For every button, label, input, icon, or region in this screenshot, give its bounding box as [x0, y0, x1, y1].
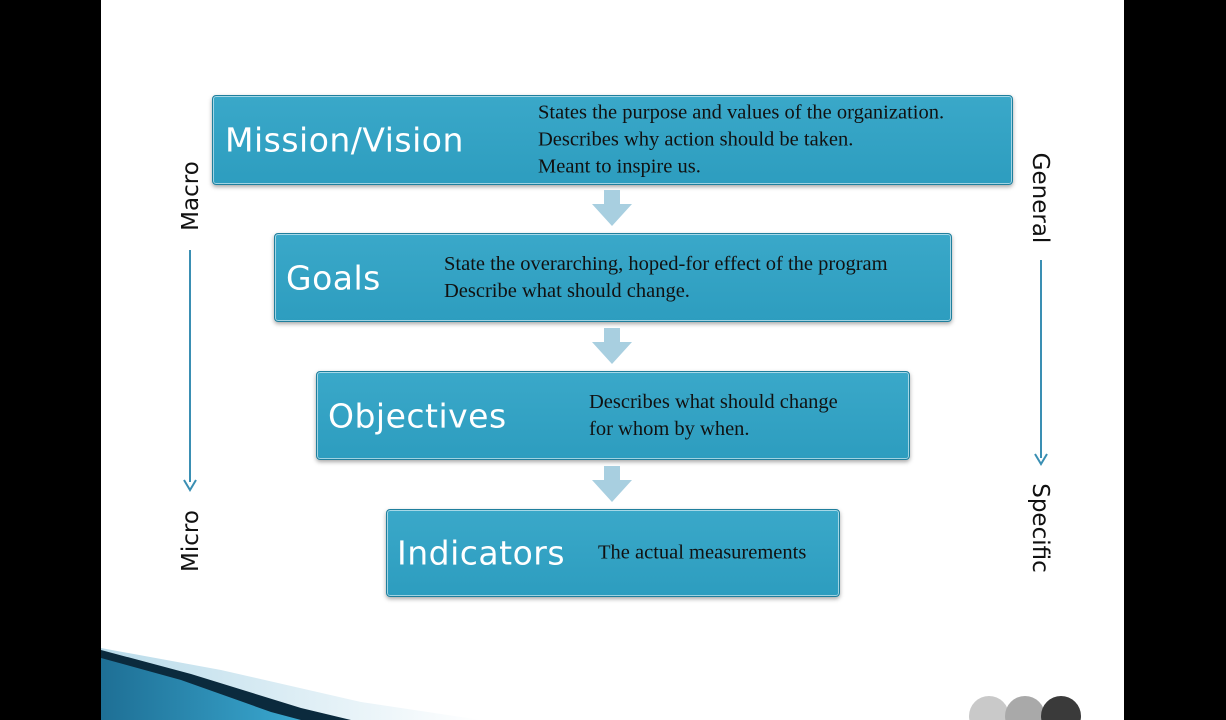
description-line: States the purpose and values of the org…: [538, 101, 945, 124]
decorative-swoosh: [101, 648, 481, 720]
goals-box: Goals State the overarching, hoped-for e…: [274, 233, 952, 322]
level-title: Mission/Vision: [225, 120, 464, 160]
scale-arrow-icon: [1034, 453, 1048, 466]
down-arrow-icon: [592, 190, 632, 226]
description-line: Meant to inspire us.: [538, 155, 701, 178]
level-title: Indicators: [397, 533, 566, 573]
description-line: Describe what should change.: [444, 279, 690, 302]
level-title: Goals: [286, 258, 381, 297]
level-description: States the purpose and values of the org…: [538, 100, 944, 181]
slide: Mission/Vision States the purpose and va…: [101, 0, 1124, 720]
down-arrow-icon: [592, 466, 632, 502]
macro-label: Macro: [178, 161, 204, 231]
scale-arrow-icon: [183, 479, 197, 492]
description-line: for whom by when.: [589, 417, 750, 440]
level-description: The actual measurements: [598, 540, 806, 567]
level-title: Objectives: [328, 396, 507, 435]
specific-label: Specific: [1027, 483, 1053, 573]
description-line: Describes what should change: [589, 390, 838, 413]
left-scale-line: [189, 250, 191, 482]
right-scale-line: [1040, 260, 1042, 458]
mission-vision-box: Mission/Vision States the purpose and va…: [212, 95, 1013, 185]
description-line: Describes why action should be taken.: [538, 128, 854, 151]
general-label: General: [1027, 152, 1053, 244]
objectives-box: Objectives Describes what should change …: [316, 371, 910, 460]
level-description: State the overarching, hoped-for effect …: [444, 251, 888, 305]
description-line: The actual measurements: [598, 541, 807, 564]
indicators-box: Indicators The actual measurements: [386, 509, 840, 597]
micro-label: Micro: [178, 510, 204, 572]
c4h-logo: [969, 696, 1081, 720]
level-description: Describes what should change for whom by…: [589, 389, 838, 443]
down-arrow-icon: [592, 328, 632, 364]
description-line: State the overarching, hoped-for effect …: [444, 252, 888, 275]
